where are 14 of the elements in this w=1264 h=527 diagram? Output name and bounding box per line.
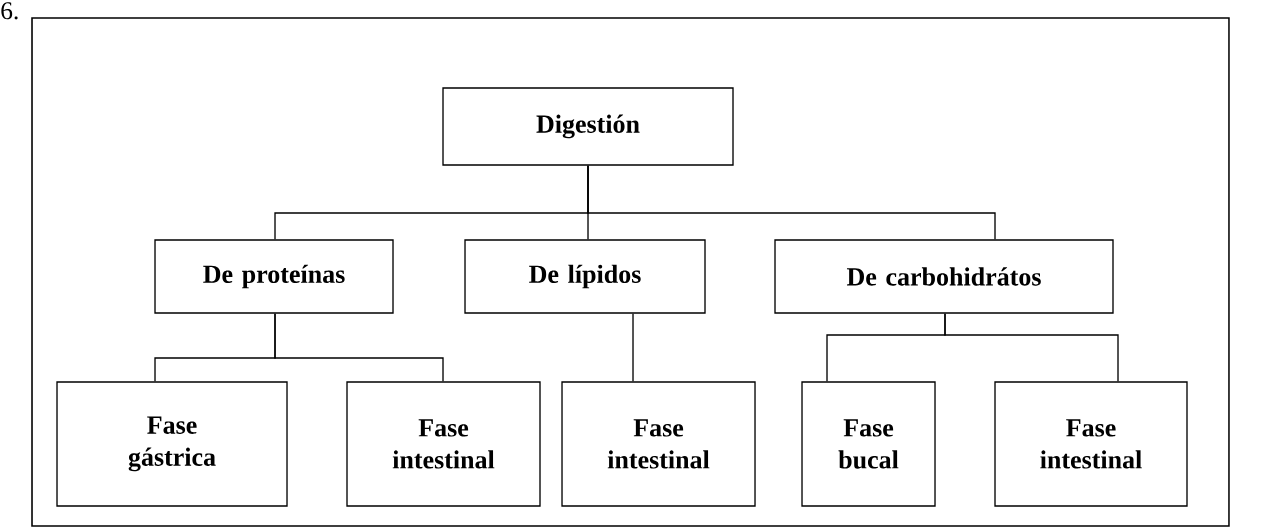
connector [944,312,1119,382]
box: De carbohidrátos [774,239,1114,314]
box: Fase bucal [801,381,936,507]
box: Digestión [442,87,734,166]
connector [587,165,996,240]
box: Fase intestinal [994,381,1188,507]
box: De lípidos [464,239,706,314]
connector [274,312,444,382]
box: Fase intestinal [561,381,756,507]
box: De proteínas [154,239,394,314]
box: Fase intestinal [346,381,541,507]
figure-number: 6. [1,2,18,20]
connector [632,312,634,382]
box: Fase gástrica [56,381,288,507]
